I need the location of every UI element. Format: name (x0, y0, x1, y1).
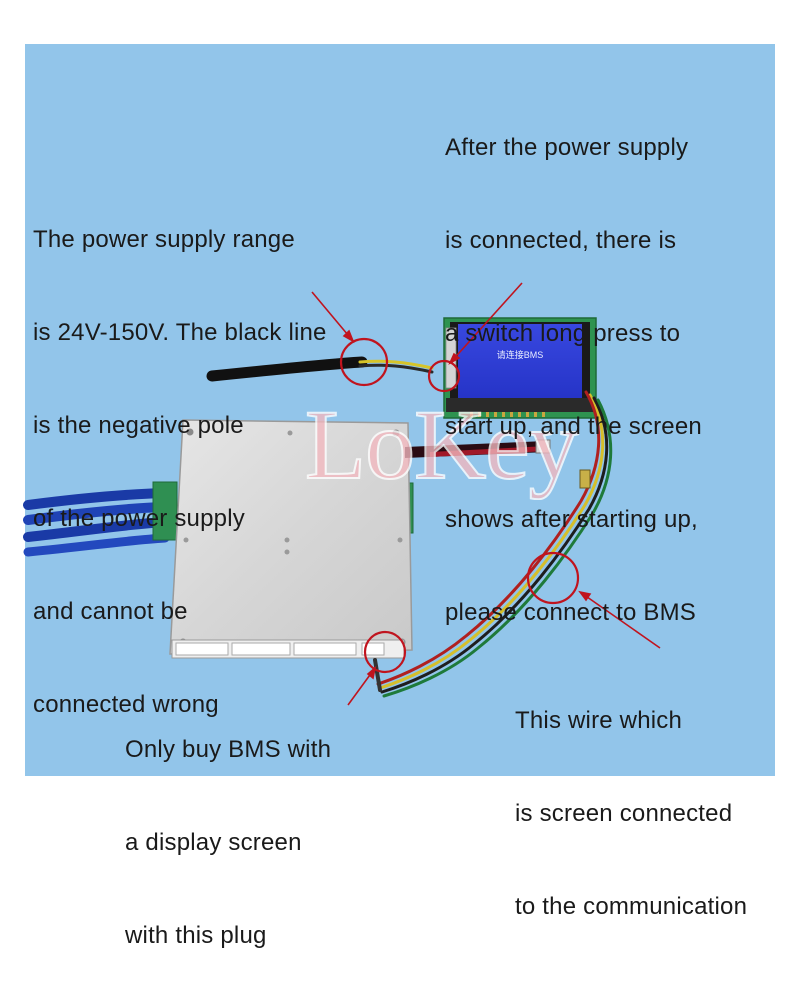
lcd-screen-text: 请连接BMS (497, 349, 544, 360)
diagram-scene: 请连接BMS (23, 44, 775, 776)
annotation-line: a switch long press to (445, 320, 681, 347)
arrow-cable (579, 591, 661, 649)
watermark-logo: LoKey (304, 389, 580, 500)
annotation-line: to the communication (515, 893, 748, 920)
callout-circle-plug (363, 630, 407, 674)
annotation-line: connected wrong (33, 691, 219, 718)
annotation-top-right: After the power supply is connected, the… (445, 70, 702, 659)
power-cable (206, 356, 434, 382)
annotation-bottom-right: This wire which is screen connected to t… (515, 643, 747, 953)
ribbon-cable (405, 439, 551, 458)
side-connector-left (152, 481, 178, 541)
bms-board (169, 419, 413, 659)
annotation-line: After the power supply (445, 134, 689, 161)
annotation-line: a display screen (125, 829, 302, 856)
annotation-bottom-left: Only buy BMS with a display screen with … (125, 672, 331, 982)
annotation-line: shows after starting up, (445, 506, 698, 533)
annotation-line: is screen connected (515, 800, 733, 827)
annotation-line: and cannot be (33, 598, 188, 625)
callout-circle-lcd-switch (427, 359, 461, 393)
callout-circles (339, 337, 580, 674)
annotation-line: is connected, there is (445, 227, 677, 254)
callout-circle-cable (526, 551, 580, 605)
callout-circle-power (339, 337, 389, 387)
annotation-line: with this plug (125, 922, 267, 949)
communication-cable (373, 390, 613, 698)
annotation-line: start up, and the screen (445, 413, 702, 440)
annotation-line: of the power supply (33, 505, 245, 532)
annotation-line: This wire which (515, 707, 683, 734)
annotation-line: The power supply range (33, 226, 295, 253)
annotation-line: Only buy BMS with (125, 736, 332, 763)
arrow-lcd-switch (449, 282, 523, 364)
annotation-left: The power supply range is 24V-150V. The … (33, 162, 327, 751)
annotation-line: please connect to BMS (445, 599, 697, 626)
callout-arrows (311, 282, 661, 706)
annotation-line: is the negative pole (33, 412, 244, 439)
annotation-line: is 24V-150V. The black line (33, 319, 327, 346)
